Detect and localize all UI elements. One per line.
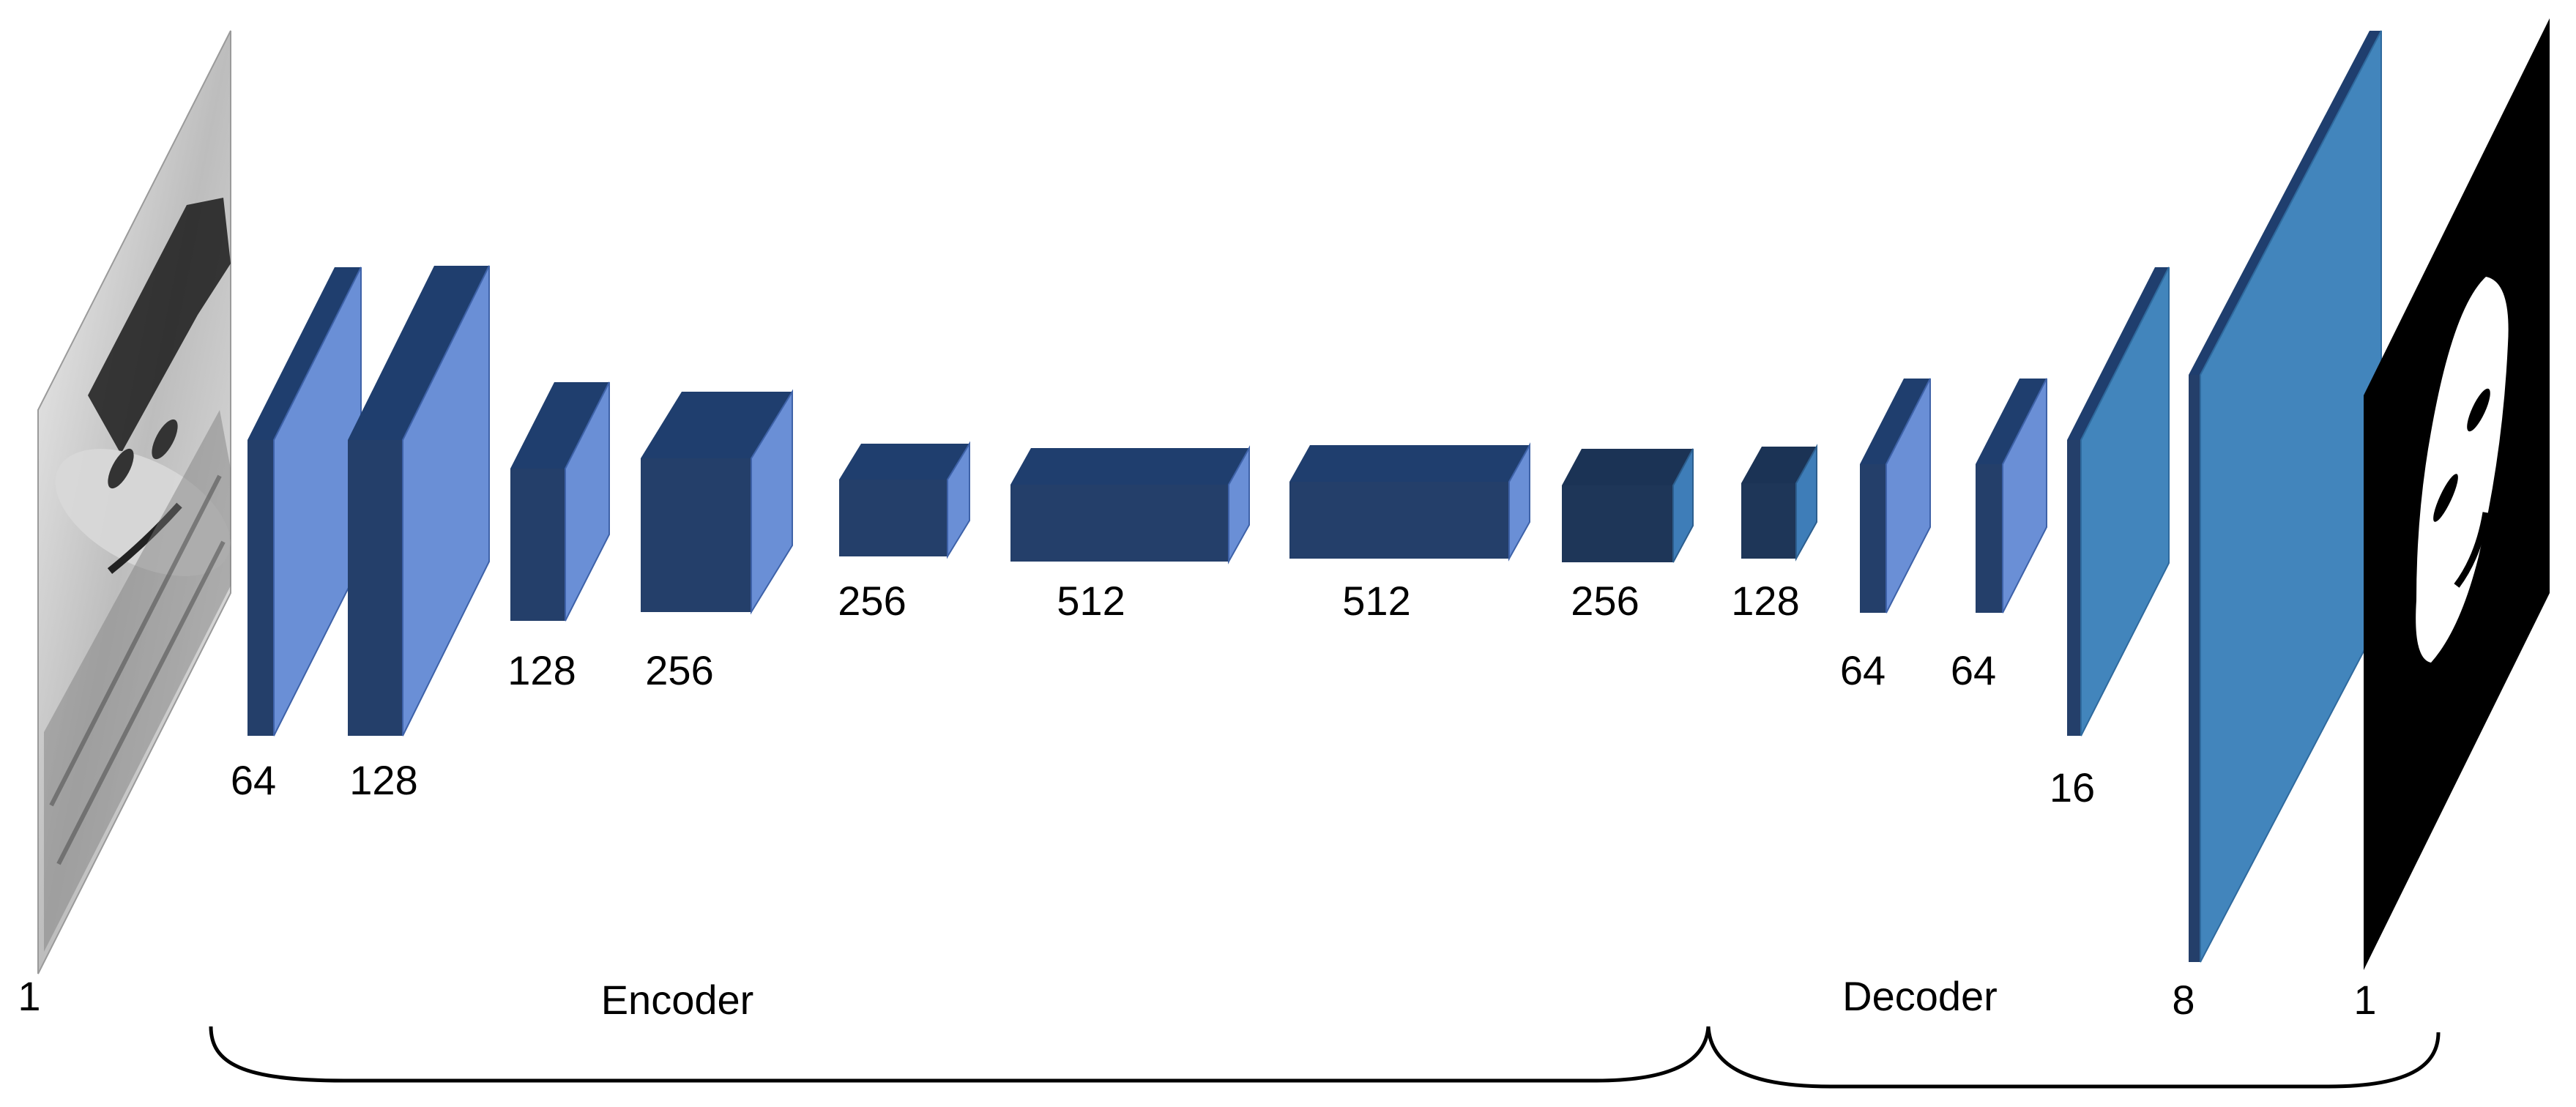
label-e8: 256 (1571, 578, 1639, 624)
decoder-brace (1706, 1026, 2441, 1089)
layer-e8-256 (1562, 448, 1694, 563)
label-d3: 16 (2050, 764, 2095, 810)
label-d2: 64 (1951, 647, 1996, 693)
label-input: 1 (18, 973, 40, 1019)
layer-d2-64 (1976, 378, 2047, 614)
layer-d3-16 (2067, 266, 2170, 737)
layer-e3-128 (510, 381, 610, 622)
layer-e7-512 (1289, 442, 1530, 562)
label-decoder: Decoder (1842, 973, 1998, 1019)
label-encoder: Encoder (601, 977, 754, 1023)
face-mask-icon (2416, 277, 2509, 663)
input-image (37, 30, 231, 974)
output-image (2364, 18, 2550, 970)
layer-e2-128 (348, 265, 490, 737)
label-e5: 256 (838, 578, 906, 624)
label-e6: 512 (1057, 578, 1125, 624)
layer-e9-128 (1741, 444, 1817, 562)
label-d4: 8 (2172, 977, 2195, 1023)
face-photo-icon (44, 198, 231, 952)
encoder-brace (209, 1026, 1710, 1083)
label-d1: 64 (1840, 647, 1886, 693)
layer-d4-8 (2189, 30, 2382, 963)
label-output: 1 (2353, 977, 2376, 1023)
layer-e4-256 (641, 389, 793, 615)
layer-d1-64 (1860, 378, 1931, 614)
label-e1: 64 (231, 757, 276, 803)
layer-e1-64 (247, 266, 362, 737)
layer-e6-512 (1010, 445, 1250, 564)
layer-e5-256 (839, 441, 970, 559)
label-e9: 128 (1731, 578, 1799, 624)
label-e3: 128 (507, 647, 576, 693)
label-e7: 512 (1342, 578, 1410, 624)
label-e4: 256 (645, 647, 713, 693)
label-e2: 128 (349, 757, 417, 803)
